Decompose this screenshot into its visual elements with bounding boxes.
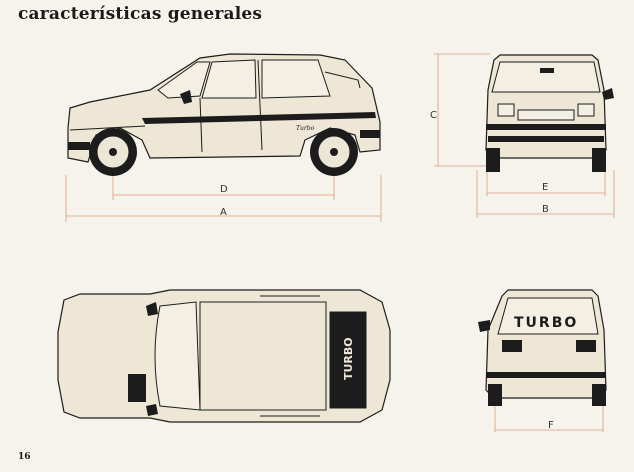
front-right-tyre <box>592 148 606 172</box>
dimension-d-label: D <box>220 184 228 195</box>
dimension-a-label: A <box>220 207 227 218</box>
rear-window <box>497 297 599 335</box>
side-mirror <box>180 90 192 104</box>
rear-turbo-badge: TURBO <box>514 315 578 331</box>
rear-left-tyre <box>488 384 502 406</box>
front-windshield <box>491 61 601 93</box>
dimension-e-label: E <box>542 182 548 193</box>
top-windshield <box>154 301 201 411</box>
side-view: D A Turbo <box>65 53 382 222</box>
front-left-tyre <box>486 148 500 172</box>
page-title: características generales <box>18 4 263 24</box>
side-turbo-badge: Turbo <box>296 125 315 132</box>
dimension-b-label: B <box>542 204 549 215</box>
side-door-window <box>201 59 257 99</box>
top-rear-window <box>329 311 367 409</box>
rear-view: F TURBO <box>478 289 607 432</box>
side-windshield <box>157 61 211 99</box>
rear-view-mirror <box>540 68 554 73</box>
rear-right-tyre <box>592 384 606 406</box>
dimension-f-label: F <box>548 420 554 431</box>
top-view: TURBO <box>57 289 391 423</box>
front-view: C E B <box>430 53 615 218</box>
top-turbo-badge: TURBO <box>342 337 355 380</box>
dimension-c-label: C <box>430 110 437 121</box>
side-rear-window <box>261 59 331 99</box>
top-vent <box>128 374 146 402</box>
page-number: 16 <box>18 452 31 462</box>
